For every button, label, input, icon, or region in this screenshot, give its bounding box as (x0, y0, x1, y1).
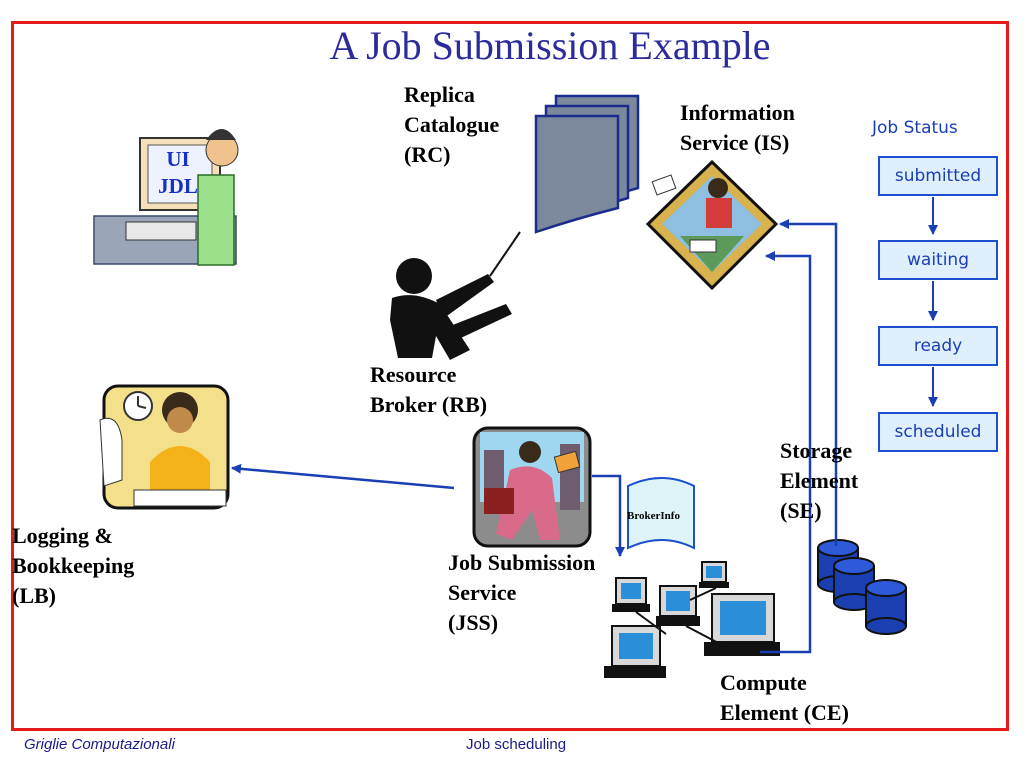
label-line: Replica (404, 82, 475, 107)
status-submitted: submitted (878, 156, 998, 196)
information-service-illustration (645, 159, 779, 291)
label-job-submission-service: Job Submission Service (JSS) (448, 548, 595, 638)
status-waiting: waiting (878, 240, 998, 280)
job-status-title: Job Status (872, 118, 958, 138)
footer-center: Job scheduling (466, 736, 567, 753)
ui-user-illustration (93, 129, 239, 266)
arrow-se-to-is (779, 219, 838, 546)
label-line: (RC) (404, 142, 451, 167)
broker-info-label: BrokerInfo (627, 510, 680, 522)
label-line: Broker (RB) (370, 392, 488, 417)
resource-broker-illustration (390, 231, 521, 360)
broker-info-document (627, 477, 695, 550)
label-line: Resource (370, 362, 457, 387)
label-information-service: Information Service (IS) (680, 98, 795, 158)
label-replica-catalogue: Replica Catalogue (RC) (404, 80, 499, 170)
slide-frame (11, 21, 1009, 731)
arrow-jss-to-lb (231, 463, 455, 490)
label-line: Element (780, 468, 859, 493)
job-submission-service-illustration (472, 426, 592, 548)
compute-element-illustration (604, 561, 780, 678)
footer-left: Griglie Computazionali (24, 736, 175, 753)
label-line: (SE) (780, 498, 822, 523)
label-line: Information (680, 100, 795, 125)
label-line: Catalogue (404, 112, 500, 137)
label-line: Storage (780, 438, 853, 463)
storage-element-illustration (817, 539, 907, 635)
label-line: (LB) (12, 583, 56, 608)
label-logging-bookkeeping: Logging & Bookkeeping (LB) (12, 521, 134, 611)
arrow-ce-to-is (760, 251, 812, 654)
ui-screen-line: UI (166, 147, 190, 171)
logging-bookkeeping-illustration (99, 384, 230, 510)
label-storage-element: Storage Element (SE) (780, 436, 858, 526)
label-line: Job Submission (448, 550, 596, 575)
status-scheduled: scheduled (878, 412, 998, 452)
label-line: Service (IS) (680, 130, 790, 155)
label-line: Service (448, 580, 517, 605)
flow-arrows (231, 197, 938, 654)
label-compute-element: Compute Element (CE) (720, 668, 849, 728)
label-resource-broker: Resource Broker (RB) (370, 360, 487, 420)
ui-screen-line: JDL (158, 174, 198, 198)
replica-catalogue-illustration (534, 94, 640, 234)
ui-screen-text: UI JDL (150, 146, 206, 200)
status-ready: ready (878, 326, 998, 366)
label-line: Element (CE) (720, 700, 849, 725)
slide-title: A Job Submission Example (329, 23, 771, 68)
label-line: Logging & (12, 523, 113, 548)
arrow-jss-to-ce (592, 474, 625, 557)
label-line: (JSS) (448, 610, 499, 635)
label-line: Bookkeeping (12, 553, 135, 578)
label-line: Compute (720, 670, 807, 695)
